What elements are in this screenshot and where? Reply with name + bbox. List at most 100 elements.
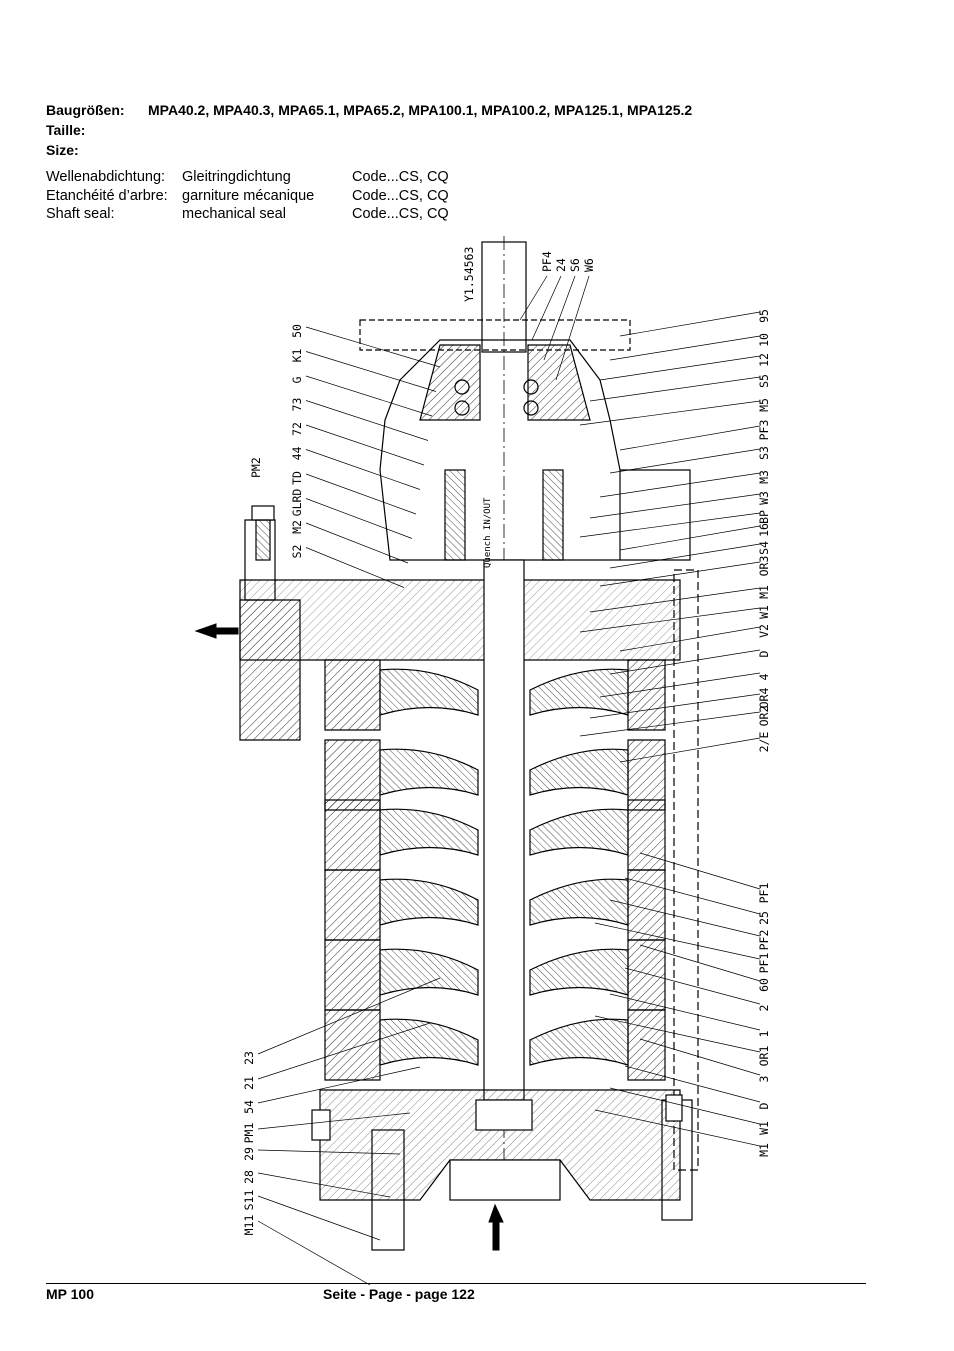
- impeller-left: [379, 1018, 479, 1066]
- leader-line: [257, 1112, 411, 1130]
- callout-label: 72: [290, 422, 304, 436]
- callout-label: 24: [554, 258, 568, 272]
- callout-label: PF4: [540, 251, 554, 272]
- leader-line: [579, 400, 761, 426]
- leader-line: [619, 425, 761, 451]
- leader-line: [589, 587, 761, 613]
- callout-label: 2: [757, 1005, 771, 1012]
- callout-label: PF1: [757, 953, 771, 974]
- callout-label: 54: [242, 1100, 256, 1114]
- leader-line: [305, 498, 413, 539]
- size-label-fr: Taille:: [46, 122, 86, 138]
- callout-label: M5: [757, 398, 771, 412]
- leader-line: [305, 326, 441, 368]
- leader-line: [257, 1220, 371, 1286]
- callout-label: 10: [757, 333, 771, 347]
- seal-label: Wellenabdichtung:: [46, 169, 166, 185]
- callout-label: 29: [242, 1147, 256, 1161]
- top-callout-labels: PF4 24 S6 W6: [540, 251, 596, 272]
- leader-line: [619, 525, 761, 551]
- quench-label: Quench IN/OUT: [483, 497, 493, 568]
- callout-label: S4: [757, 541, 771, 555]
- callout-label: M1: [757, 1143, 771, 1157]
- stage-casing-left: [324, 869, 381, 941]
- leader-line: [599, 561, 761, 587]
- callout-label: W1: [757, 1121, 771, 1135]
- leader-line: [594, 922, 761, 960]
- seal-row: Shaft seal: mechanical seal Code...CS, C…: [46, 205, 449, 224]
- callout-label: W6: [582, 258, 596, 272]
- callout-label: 3: [757, 1075, 771, 1082]
- impeller-right: [529, 808, 629, 856]
- seal-value: Gleitringdichtung: [182, 169, 291, 185]
- leader-line: [619, 626, 761, 652]
- callout-label: D: [757, 1102, 771, 1109]
- leader-line: [305, 473, 417, 515]
- callout-label: G: [290, 376, 304, 383]
- seal-label: Shaft seal:: [46, 206, 115, 222]
- size-label-de: Baugrößen:: [46, 102, 125, 118]
- leader-line: [594, 1015, 761, 1053]
- callout-label: 2/E: [757, 732, 771, 753]
- leader-line: [609, 543, 761, 569]
- leader-line: [589, 493, 761, 519]
- callout-label: V2: [757, 624, 771, 638]
- callout-label: GLRD: [290, 489, 304, 517]
- impeller-left: [379, 948, 479, 996]
- seal-value: garniture mécanique: [182, 187, 315, 204]
- callout-label: 4: [757, 673, 771, 680]
- footer-doc-id: MP 100: [46, 1286, 94, 1302]
- leader-line: [305, 351, 437, 392]
- leader-line: [619, 311, 761, 337]
- callout-label: W3: [757, 491, 771, 505]
- leader-line: [599, 472, 761, 498]
- leader-line: [543, 275, 576, 361]
- leader-line: [257, 1195, 381, 1241]
- leader-line: [305, 449, 421, 490]
- leader-line: [305, 522, 409, 564]
- callout-label: 50: [290, 324, 304, 338]
- impeller-left: [379, 748, 479, 796]
- callout-label: S5: [757, 374, 771, 388]
- callout-label: 28: [242, 1170, 256, 1184]
- leader-line: [555, 275, 590, 381]
- seal-code: Code...CS, CQ: [352, 187, 449, 204]
- leader-line: [609, 1087, 761, 1125]
- leader-line: [589, 376, 761, 402]
- size-label-en: Size:: [46, 142, 79, 158]
- callout-label: OR3: [757, 556, 771, 577]
- leader-line: [519, 275, 548, 321]
- leader-line: [639, 1038, 761, 1076]
- leader-line: [624, 967, 761, 1005]
- callout-label: PF3: [757, 420, 771, 441]
- document-header: Baugrößen: MPA40.2, MPA40.3, MPA65.1, MP…: [46, 100, 692, 160]
- callout-label: K1: [290, 349, 304, 363]
- footer-rule: [46, 1283, 866, 1284]
- leader-line: [609, 993, 761, 1031]
- leader-line: [257, 1022, 431, 1080]
- impeller-right: [529, 1018, 629, 1066]
- callout-label: TD: [290, 471, 304, 485]
- leader-line: [624, 877, 761, 915]
- callout-label: 44: [290, 447, 304, 461]
- callout-label: 25: [757, 911, 771, 925]
- leader-line: [609, 899, 761, 937]
- leader-line: [639, 852, 761, 890]
- callout-label: PM1: [242, 1123, 256, 1144]
- leader-line: [257, 977, 441, 1055]
- callout-label: 23: [242, 1051, 256, 1065]
- footer-page-number: Seite - Page - page 122: [323, 1286, 475, 1302]
- leader-line: [609, 335, 761, 361]
- callout-label: W1: [757, 605, 771, 619]
- callout-label: BP: [757, 510, 771, 524]
- callout-label: D: [757, 650, 771, 657]
- size-list: MPA40.2, MPA40.3, MPA65.1, MPA65.2, MPA1…: [148, 102, 693, 118]
- impeller-right: [529, 948, 629, 996]
- impeller-right: [529, 668, 629, 716]
- leader-line: [609, 448, 761, 474]
- leader-line: [594, 1109, 761, 1147]
- seal-code: Code...CS, CQ: [352, 206, 449, 222]
- leader-line: [531, 275, 562, 341]
